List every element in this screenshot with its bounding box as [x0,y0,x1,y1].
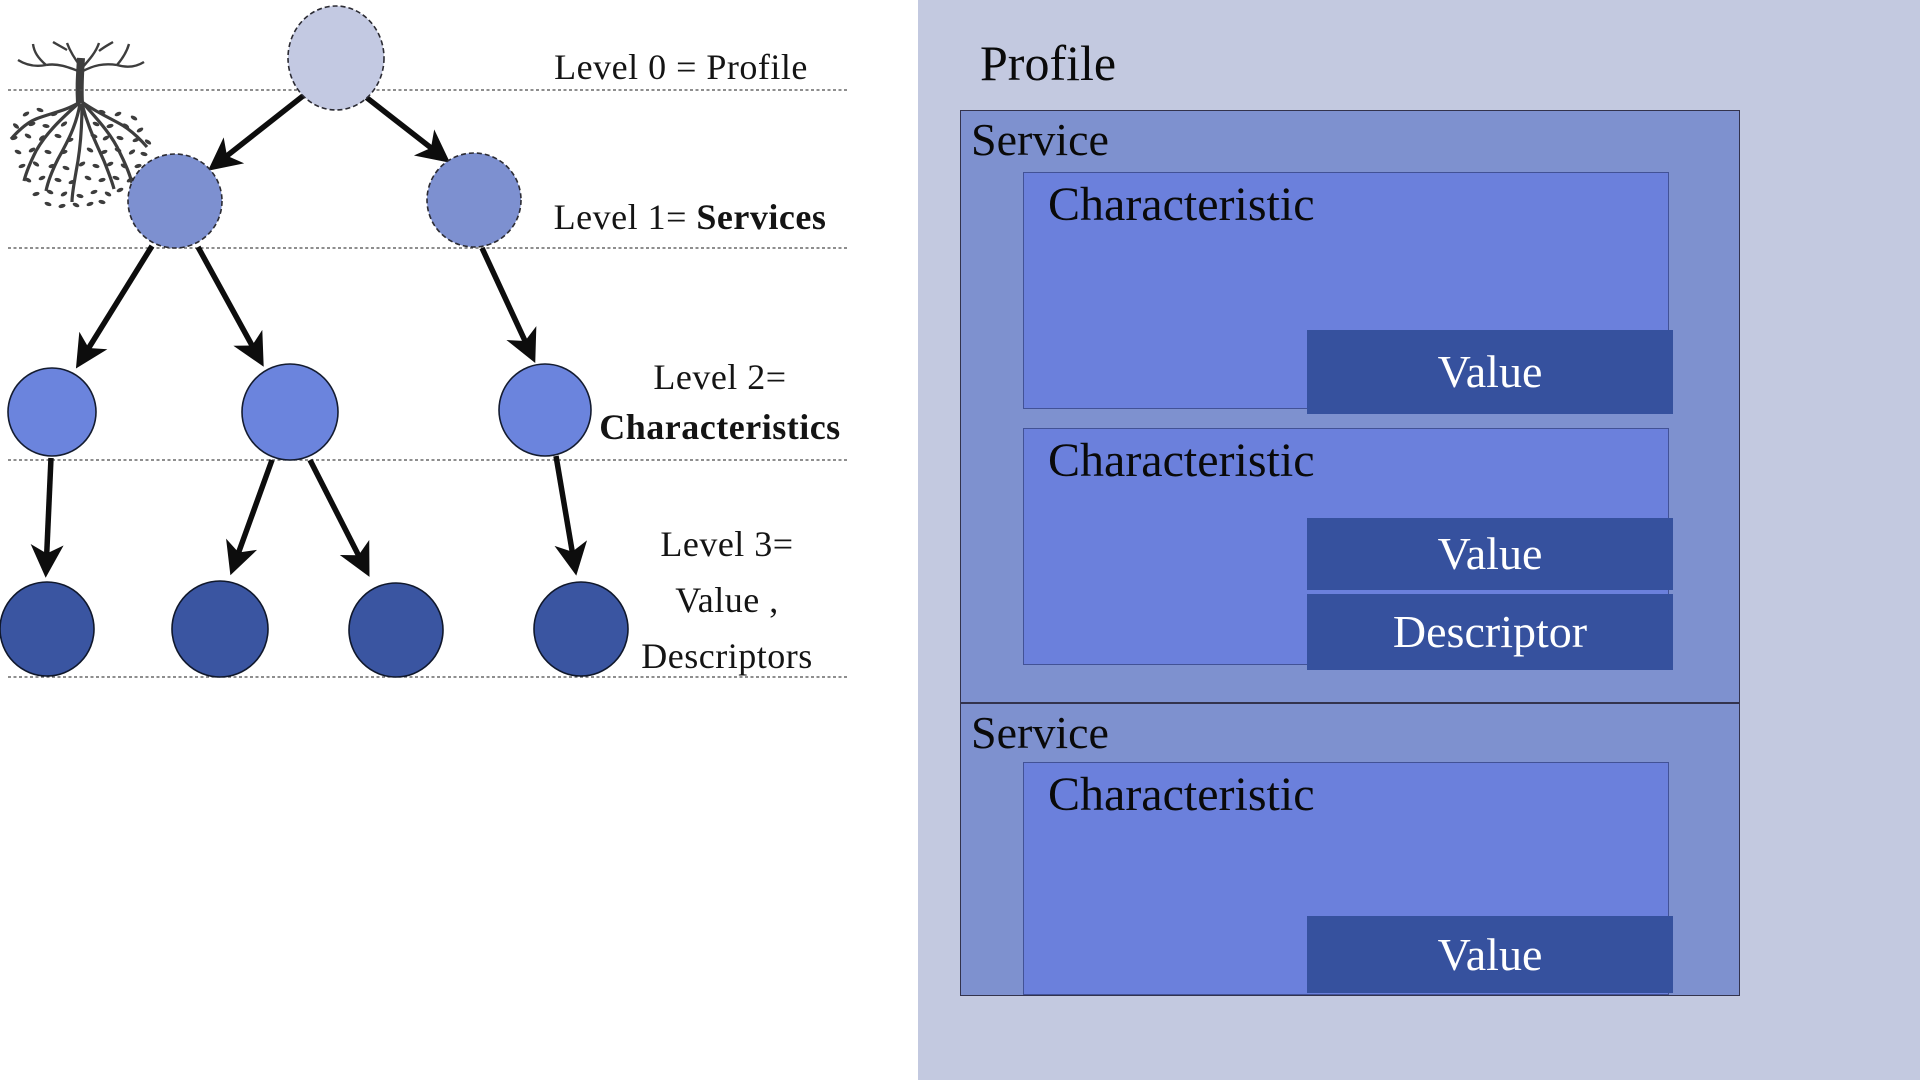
value-box-3: Value [1307,916,1673,993]
characteristic-1-label: Characteristic [1048,178,1315,231]
level2-term: Characteristics [599,407,841,447]
level3-label: Level 3= Value , Descriptors [641,524,813,676]
level1-label: Level 1= Services [553,197,827,237]
level2-label: Level 2= Characteristics [570,352,870,452]
value-box-2: Value [1307,518,1673,590]
service-2-label: Service [971,707,1109,758]
node-service-right [426,152,522,248]
service-box-2: Service Characteristic Value [960,703,1740,996]
node-value-4 [533,581,629,677]
profile-panel: Profile Service Characteristic Value Cha… [918,0,1920,1080]
tree-edges [30,89,588,578]
node-profile [287,5,385,111]
level1-term: Services [696,197,827,237]
node-value-3 [348,582,444,678]
node-characteristic-2 [241,363,339,461]
characteristic-2-label: Characteristic [1048,434,1315,487]
node-characteristic-3 [498,363,592,457]
profile-panel-title: Profile [980,35,1117,91]
node-characteristic-1 [7,367,97,457]
hierarchy-tree-figure [0,5,848,678]
node-value-2 [171,580,269,678]
level0-label: Level 0 = Profile [554,47,808,87]
service-box-1: Service Characteristic Value Characteris… [960,110,1740,703]
node-value-1 [0,581,95,677]
tree-roots-icon [9,40,153,210]
value-box-1: Value [1307,330,1673,414]
service-1-label: Service [971,114,1109,165]
characteristic-3-label: Characteristic [1048,768,1315,821]
level-separator-lines [8,89,848,678]
tree-nodes [0,5,629,678]
node-service-left [127,153,223,249]
descriptor-box: Descriptor [1307,594,1673,670]
